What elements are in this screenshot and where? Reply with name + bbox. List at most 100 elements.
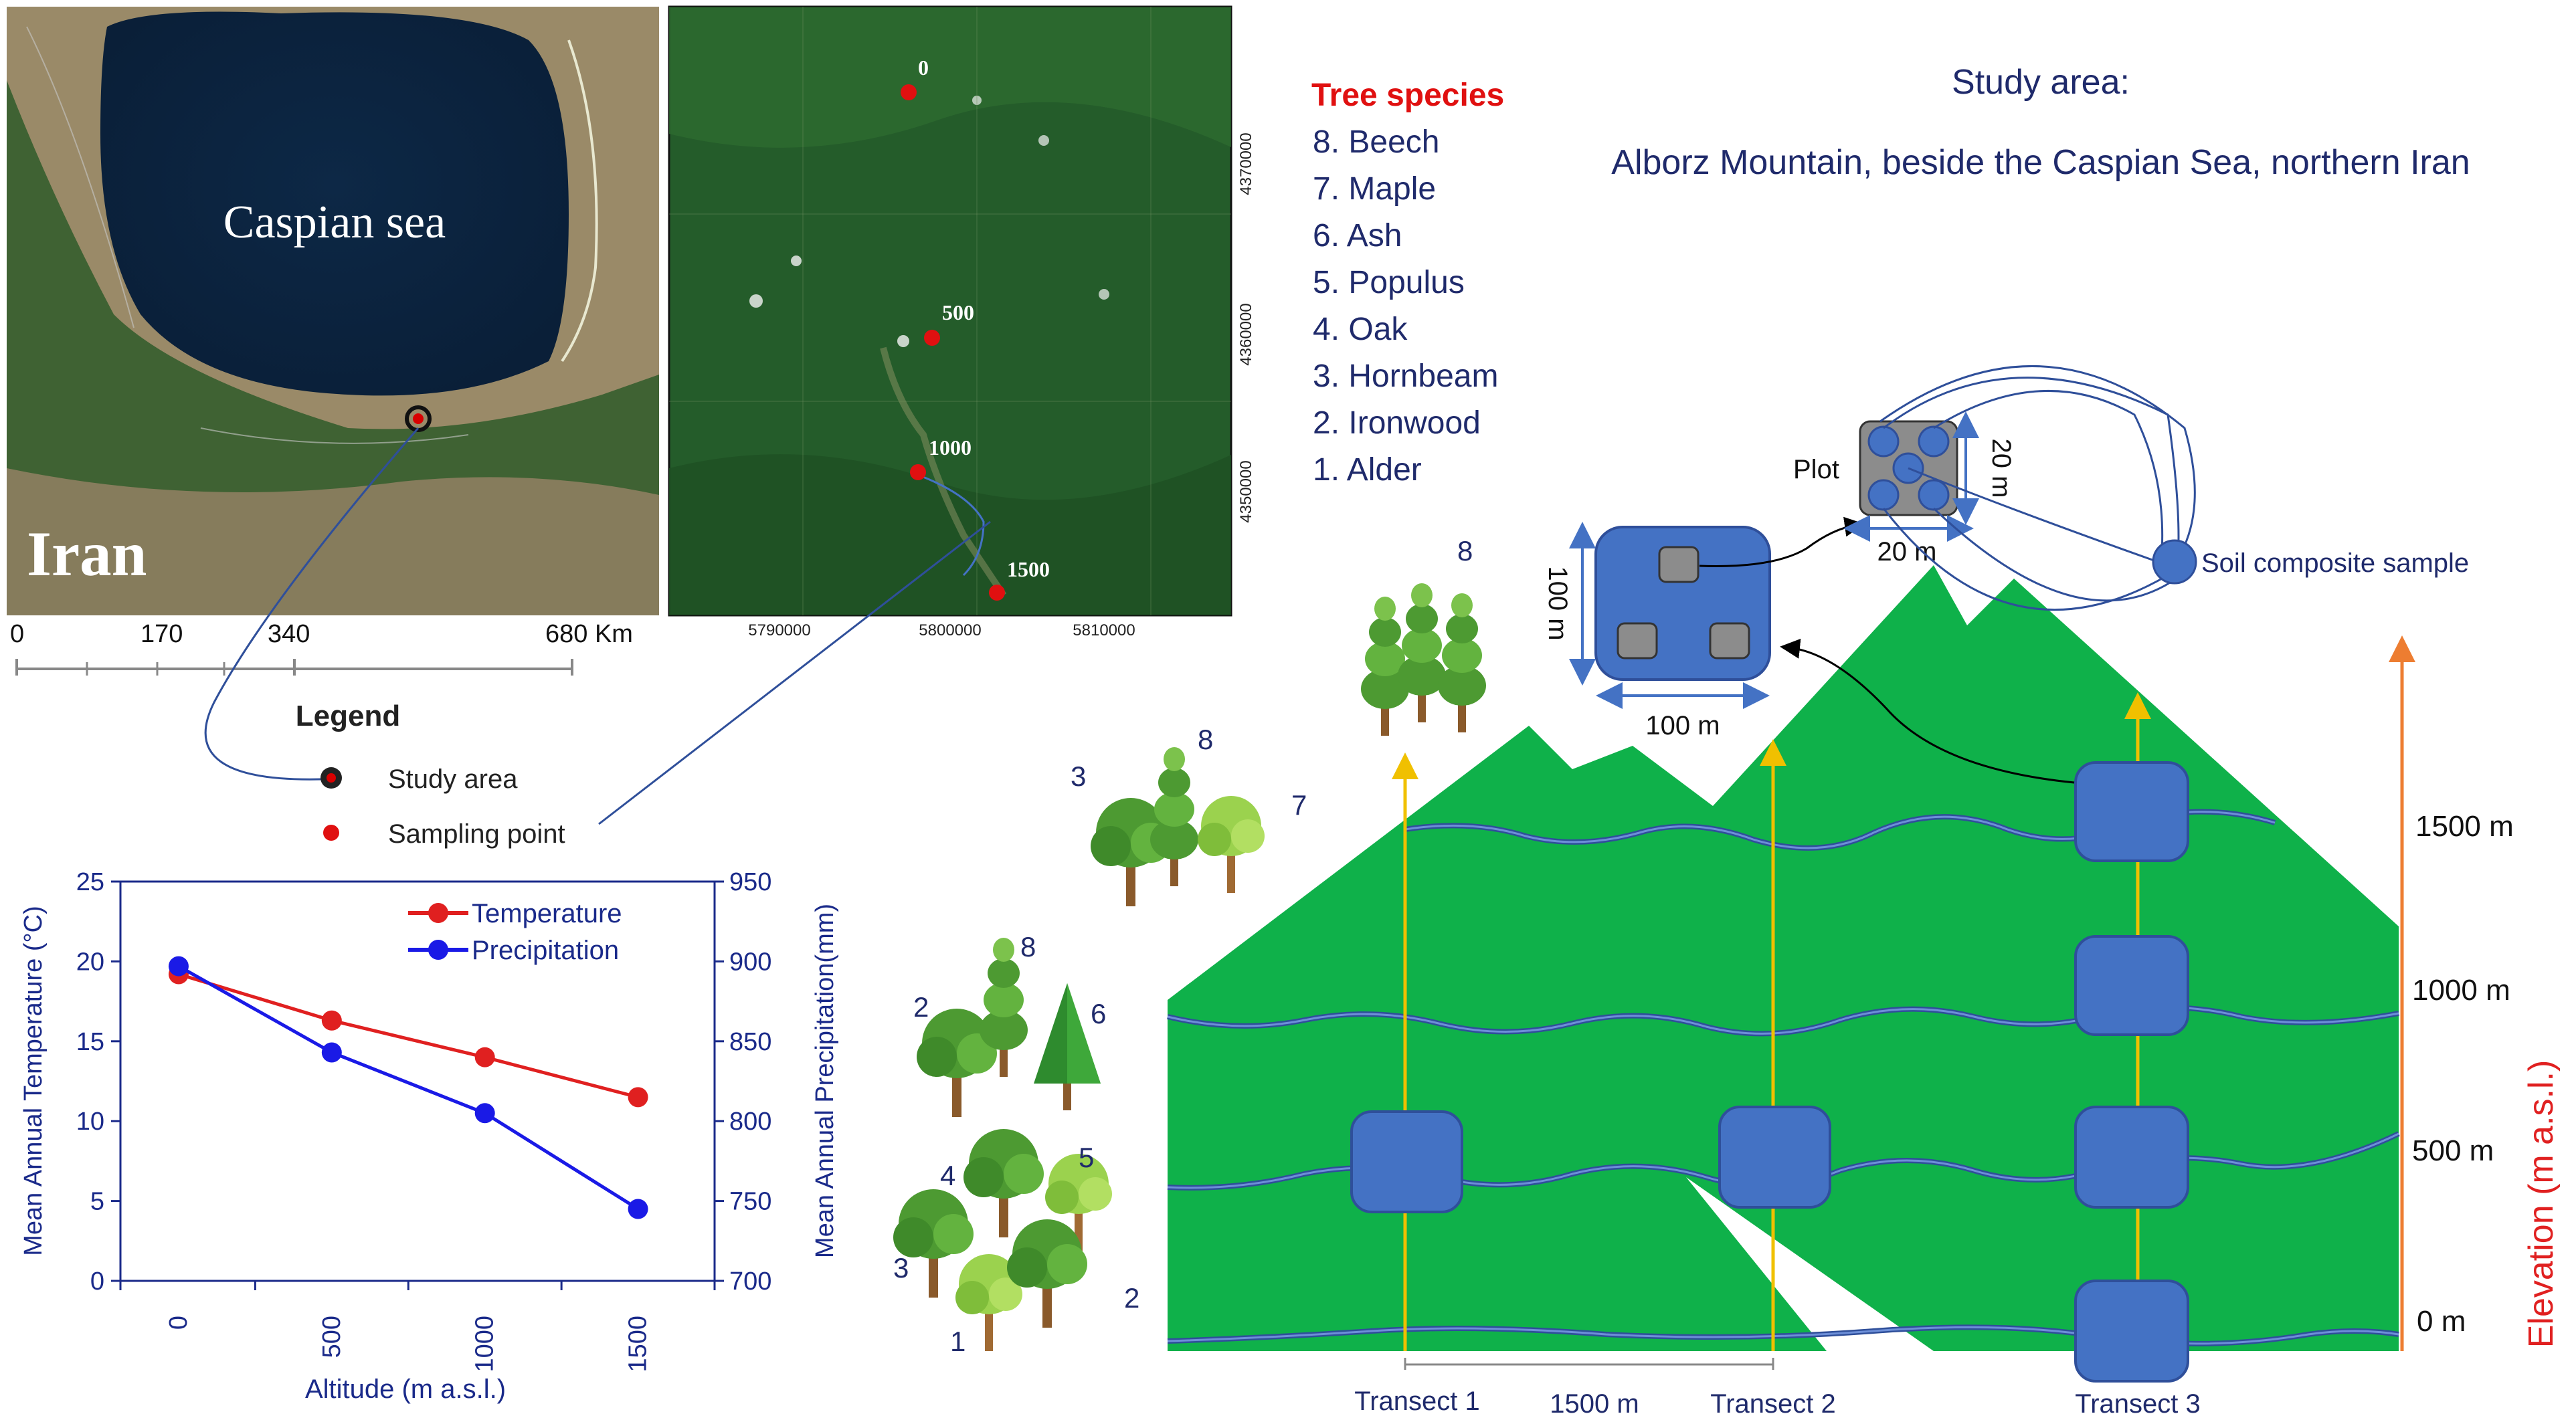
legend-item-sampling-point: Sampling point	[388, 819, 565, 849]
plot-square	[2074, 761, 2189, 862]
data-point-temperature	[321, 1010, 342, 1031]
sampling-point-0: 0	[901, 56, 929, 100]
chart-legend: Temperature Precipitation	[408, 899, 622, 965]
tree-species-list: Tree species 8. Beech 7. Maple 6. Ash 5.…	[1311, 78, 1504, 488]
plot-20m-height-label: 20 m	[1987, 439, 2016, 498]
soil-sample-point	[1867, 425, 1900, 457]
tree-number: 8	[1198, 724, 1213, 755]
connector-sampling	[598, 520, 991, 825]
soil-sample-point	[1867, 479, 1900, 511]
y-tick-label-right: 900	[729, 948, 771, 976]
chart-x-label: Altitude (m a.s.l.)	[305, 1375, 506, 1404]
y-tick-label-left: 5	[90, 1188, 104, 1216]
plot-square	[1350, 1110, 1463, 1213]
tree-number: 6	[1091, 998, 1106, 1029]
tree-species-item: 4. Oak	[1313, 312, 1408, 347]
y-tick-label-right: 750	[729, 1188, 771, 1216]
elevation-axis-label: Elevation (m a.s.l.)	[2522, 1060, 2561, 1348]
x-tick-label: 1500	[624, 1316, 652, 1372]
legend-marker-precipitation	[428, 940, 448, 960]
map-y-tick: 4360000	[1237, 303, 1255, 365]
tree-number: 1	[950, 1326, 965, 1357]
legend-title: Legend	[296, 700, 400, 732]
legend-label-temperature: Temperature	[472, 899, 622, 928]
data-point-precipitation	[474, 1103, 495, 1124]
plot-square	[1718, 1106, 1831, 1209]
scale-label-340: 340	[268, 620, 310, 648]
elevation-label-0: 0 m	[2417, 1305, 2466, 1338]
sampling-point-label: 500	[942, 300, 974, 324]
tree-number: 5	[1079, 1142, 1094, 1173]
series-line-precipitation	[177, 964, 639, 1211]
elevation-label-500: 500 m	[2412, 1134, 2494, 1167]
y-tick-label-right: 800	[729, 1108, 771, 1136]
tree-group-top: 8	[1361, 535, 1486, 736]
transect-1-label: Transect 1	[1354, 1387, 1479, 1416]
sampling-point-label: 0	[918, 56, 929, 80]
tree-number: 3	[1071, 760, 1086, 792]
study-area-heading: Study area:	[1952, 63, 2130, 102]
scale-label-170: 170	[141, 620, 183, 648]
y-tick-label-right: 700	[729, 1267, 771, 1296]
transect-spacing-label: 1500 m	[1550, 1389, 1639, 1419]
tree-group-1500: 3 8 7	[1071, 724, 1307, 906]
plot-label: Plot	[1793, 455, 1839, 484]
sampling-point-1000: 1000	[910, 435, 972, 480]
legend-marker-temperature	[428, 903, 448, 923]
tree-number: 2	[913, 991, 929, 1023]
sea-label: Caspian sea	[223, 197, 446, 248]
tree-number: 8	[1457, 535, 1473, 567]
data-point-temperature	[628, 1087, 648, 1108]
tree-number: 3	[893, 1252, 909, 1284]
country-label: Iran	[27, 518, 147, 589]
scale-bar: 0 170 340 680 Km	[10, 620, 633, 676]
elevation-label-1500: 1500 m	[2415, 810, 2514, 843]
tree-number: 8	[1020, 931, 1036, 962]
sampling-point-1500: 1500	[989, 557, 1050, 601]
tree-group-500: 4 5 3 2 1	[893, 1129, 1139, 1357]
subplot	[1709, 622, 1750, 659]
study-area-marker-icon	[405, 405, 432, 432]
map-x-tick: 5790000	[748, 621, 810, 639]
legend: Legend Study area Sampling point	[296, 700, 565, 849]
y-tick-label-left: 10	[76, 1108, 104, 1136]
connector-study-area	[204, 427, 420, 781]
zoom-arrow-1	[1780, 638, 2075, 784]
sampling-point-icon	[323, 825, 339, 841]
soil-connectors	[1879, 365, 2196, 611]
overview-map: Caspian sea Iran	[7, 7, 659, 615]
map-x-tick: 5810000	[1073, 621, 1135, 639]
x-tick-label: 1000	[471, 1316, 499, 1372]
data-point-temperature	[474, 1047, 495, 1067]
tree-species-item: 1. Alder	[1313, 452, 1422, 488]
plot-20m-width-label: 20 m	[1877, 537, 1937, 567]
plot-100m-width-label: 100 m	[1645, 711, 1720, 740]
chart-frame	[119, 880, 716, 1282]
tree-species-item: 7. Maple	[1313, 171, 1436, 207]
y-tick-label-left: 20	[76, 948, 104, 976]
valley-gap	[1686, 1177, 1934, 1351]
subplot	[1617, 622, 1658, 659]
transect-2-label: Transect 2	[1710, 1389, 1835, 1419]
tree-species-item: 8. Beech	[1313, 124, 1439, 160]
detail-map: 0 500 1000 1500 5790000 5800000 5810000 …	[668, 5, 1255, 639]
caspian-sea	[100, 11, 569, 396]
tree-species-item: 2. Ironwood	[1313, 405, 1481, 441]
mountain-diagram: Transect 1 1500 m Transect 2 Transect 3 …	[893, 365, 2561, 1419]
data-point-precipitation	[628, 1199, 648, 1219]
sampling-point-label: 1000	[929, 435, 972, 460]
plot-100m-height-label: 100 m	[1543, 566, 1572, 640]
soil-sample-point	[1918, 425, 1950, 457]
soil-composite-label: Soil composite sample	[2201, 548, 2469, 578]
study-area-description: Alborz Mountain, beside the Caspian Sea,…	[1611, 143, 2470, 182]
scale-label-0: 0	[10, 620, 24, 648]
tree-number: 4	[940, 1160, 955, 1191]
study-area-marker-icon	[320, 767, 342, 789]
tree-number: 7	[1291, 789, 1307, 821]
y-tick-label-right: 850	[729, 1028, 771, 1056]
transect-3-label: Transect 3	[2075, 1389, 2200, 1419]
legend-label-precipitation: Precipitation	[472, 936, 619, 965]
chart-y-label-right: Mean Annual Precipitation(mm)	[811, 904, 839, 1258]
map-y-tick: 4370000	[1237, 132, 1255, 195]
x-tick-label: 0	[165, 1316, 193, 1330]
